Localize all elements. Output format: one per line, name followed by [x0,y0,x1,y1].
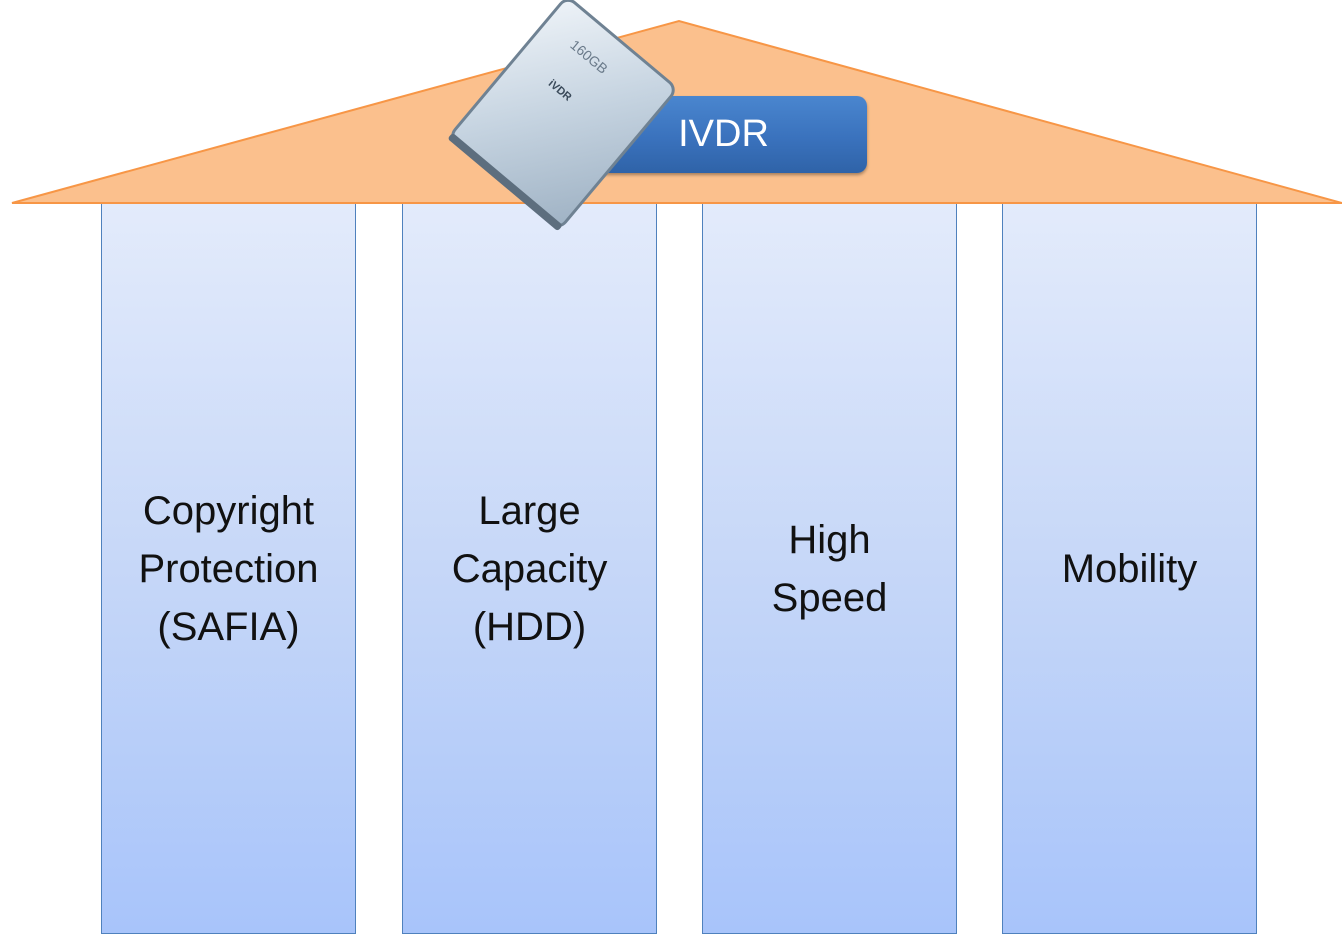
pillar-mobility: Mobility [1002,204,1257,934]
ivdr-badge: IVDR [580,96,867,173]
pillar-large-capacity: Large Capacity (HDD) [402,204,657,934]
pillar-label: Copyright Protection (SAFIA) [138,488,319,649]
pillar-high-speed: High Speed [702,204,957,934]
pillar-copyright-protection: Copyright Protection (SAFIA) [101,204,356,934]
pillar-label: Mobility [1061,546,1198,591]
pillar-label: High Speed [771,517,888,620]
pillar-label: Large Capacity (HDD) [451,488,608,649]
